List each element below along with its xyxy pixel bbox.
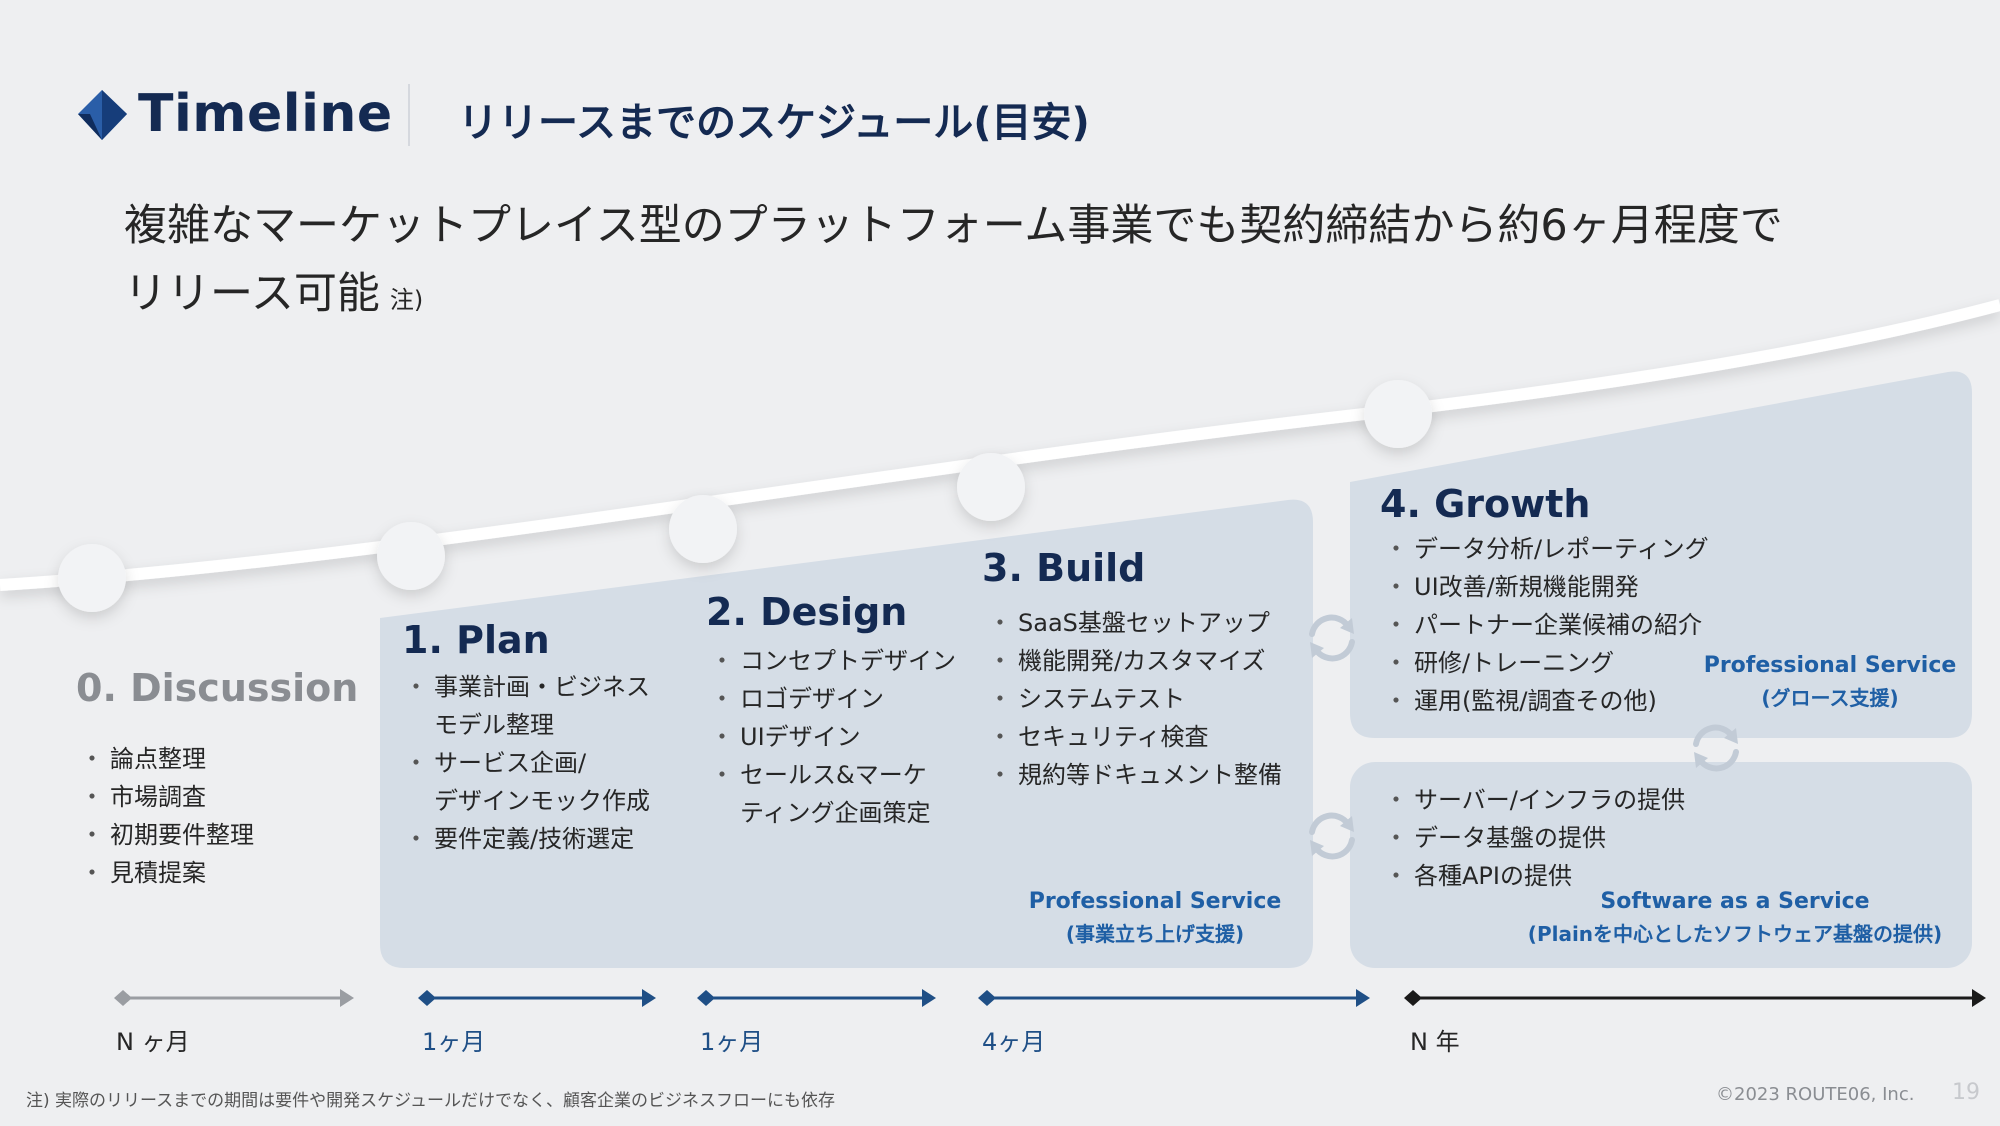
service-label-saas: Software as a Service (Plainを中心としたソフトウェア… [1510,886,1960,950]
stage-list-build: SaaS基盤セットアップ 機能開発/カスタマイズ システムテスト セキュリティ検… [988,604,1282,794]
list-item: ロゴデザイン [710,680,956,718]
duration-arrow [1404,989,1986,1007]
cycle-arrows-icon [1309,812,1355,860]
list-item: UIデザイン [710,718,956,756]
page-number: 19 [1952,1080,1980,1105]
note-mark: 注) [389,286,424,314]
page-subtitle: リリースまでのスケジュール(目安) [458,100,1090,146]
service-sub: (Plainを中心としたソフトウェア基盤の提供) [1527,922,1943,946]
stage-title-plan: 1. Plan [402,618,550,662]
cycle-arrows-icon [1693,724,1739,772]
duration-label: N 年 [1410,1028,1460,1056]
copyright: ©2023 ROUTE06, Inc. [1716,1084,1915,1105]
stage-list-growth: データ分析/レポーティング UI改善/新規機能開発 パートナー企業候補の紹介 研… [1384,530,1709,720]
list-item: 各種APIの提供 [1384,857,1685,895]
headline: 複雑なマーケットプレイス型のプラットフォーム事業でも契約締結から約6ヶ月程度で … [124,192,1924,334]
growth-curve [0,299,2000,591]
list-item-continuation: デザインモック作成 [434,787,650,815]
list-item: セキュリティ検査 [988,718,1282,756]
list-item-continuation: モデル整理 [434,711,554,739]
duration-label: 1ヶ月 [700,1028,764,1056]
service-name: Professional Service [1703,653,1957,678]
stage-title-discussion: 0. Discussion [76,666,359,710]
list-item: サービス企画/ [404,744,650,782]
service-name: Software as a Service [1600,889,1870,914]
duration-label: 4ヶ月 [982,1028,1046,1056]
headline-line-2-text: リリース可能 [124,269,380,319]
list-item: データ基盤の提供 [1384,819,1685,857]
list-item: 要件定義/技術選定 [404,820,650,858]
milestone-dot [1364,380,1432,448]
service-label-growth: Professional Service (グロース支援) [1700,650,1960,714]
milestone-dot [377,522,445,590]
service-sub: (事業立ち上げ支援) [1065,922,1245,946]
list-item: システムテスト [988,680,1282,718]
service-name: Professional Service [1028,889,1282,914]
list-item: 初期要件整理 [80,816,254,854]
list-item: 運用(監視/調査その他) [1384,682,1709,720]
duration-label: N ヶ月 [116,1028,190,1056]
list-item: 研修/トレーニング [1384,644,1709,682]
list-item: 市場調査 [80,778,254,816]
list-item: データ分析/レポーティング [1384,530,1709,568]
list-item: コンセプトデザイン [710,642,956,680]
service-label-launch: Professional Service (事業立ち上げ支援) [1010,886,1300,950]
headline-line-2: リリース可能注) [124,260,1924,334]
list-item: 規約等ドキュメント整備 [988,756,1282,794]
logo-diamond-icon [78,90,127,140]
stage-title-design: 2. Design [706,590,908,634]
stage-list-plan: 事業計画・ビジネス モデル整理 サービス企画/ デザインモック作成 要件定義/技… [404,668,650,858]
list-item: セールス&マーケ [710,756,956,794]
saas-list: サーバー/インフラの提供 データ基盤の提供 各種APIの提供 [1384,781,1685,895]
list-item: サーバー/インフラの提供 [1384,781,1685,819]
headline-line-1: 複雑なマーケットプレイス型のプラットフォーム事業でも契約締結から約6ヶ月程度で [124,201,1783,251]
list-item-continuation: ティング企画策定 [740,799,931,827]
list-item: 機能開発/カスタマイズ [988,642,1282,680]
page-title: Timeline [138,84,393,144]
service-sub: (グロース支援) [1761,686,1899,710]
milestone-dot [669,495,737,563]
list-item: UI改善/新規機能開発 [1384,568,1709,606]
duration-arrow [978,989,1370,1007]
list-item: パートナー企業候補の紹介 [1384,606,1709,644]
stage-title-growth: 4. Growth [1380,482,1591,526]
title-divider [408,84,410,146]
milestone-dot [58,544,126,612]
list-item: 見積提案 [80,854,254,892]
duration-label: 1ヶ月 [422,1028,486,1056]
list-item: 論点整理 [80,740,254,778]
list-item: SaaS基盤セットアップ [988,604,1282,642]
stage-list-discussion: 論点整理 市場調査 初期要件整理 見積提案 [80,740,254,892]
duration-arrow [697,989,936,1007]
duration-arrow [418,989,656,1007]
footnote: 注) 実際のリリースまでの期間は要件や開発スケジュールだけでなく、顧客企業のビジ… [26,1091,835,1111]
stage-list-design: コンセプトデザイン ロゴデザイン UIデザイン セールス&マーケ ティング企画策… [710,642,956,832]
cycle-arrows-icon [1309,614,1355,662]
duration-arrow [114,989,354,1007]
list-item: 事業計画・ビジネス [404,668,650,706]
stage-title-build: 3. Build [982,546,1146,590]
milestone-dot [957,453,1025,521]
